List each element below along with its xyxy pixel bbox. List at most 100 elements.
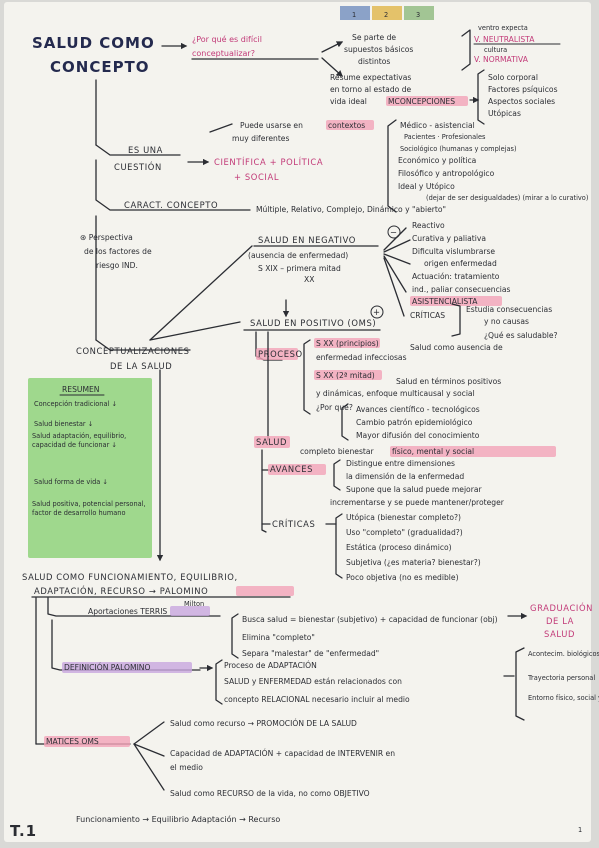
matices-item-2: Capacidad de ADAPTACIÓN + capacidad de I…	[170, 749, 395, 758]
conceptualizaciones-line-2: DE LA SALUD	[110, 361, 172, 371]
positivo-critica-1: Utópica (bienestar completo?)	[346, 513, 461, 522]
aport-item-3: Separa "malestar" de "enfermedad"	[242, 649, 379, 658]
supuestos-line-3: distintos	[358, 57, 390, 66]
proceso-item-3: S XX (2ª mitad)	[316, 371, 375, 380]
footer-line: Funcionamiento → Equilibrio Adaptación →…	[76, 814, 280, 824]
salud-label: SALUD	[256, 437, 287, 447]
cuestion-item-6: Ideal y Utópico	[398, 182, 455, 191]
def-item-2: SALUD y ENFERMEDAD están relacionados co…	[224, 677, 402, 686]
aport-item-1: Busca salud = bienestar (subjetivo) + ca…	[242, 615, 498, 624]
aport-item-2: Elimina "completo"	[242, 633, 315, 642]
def-item-1: Proceso de ADAPTACIÓN	[224, 661, 317, 670]
concepciones-item-2: Factores psíquicos	[488, 85, 558, 94]
negativo-item-4: origen enfermedad	[424, 259, 497, 268]
resumen-item-2: Salud bienestar ↓	[34, 420, 93, 428]
def-item-3: concepto RELACIONAL necesario incluir al…	[224, 695, 410, 704]
negativo-sub-2: S XIX – primera mitad	[258, 264, 341, 273]
porque-item-2: Cambio patrón epidemiológico	[356, 418, 473, 427]
negativo-criticas-2: y no causas	[484, 317, 529, 326]
why-difficult-line-1: ¿Por qué es difícil	[192, 34, 262, 44]
positivo-critica-2: Uso "completo" (gradualidad?)	[346, 528, 463, 537]
cuestion-result-line-1: CIENTÍFICA + POLÍTICA	[214, 156, 323, 167]
neutralista-note: ventro expecta	[478, 24, 528, 32]
funcionamiento-title-2: ADAPTACIÓN, RECURSO → PALOMINO	[34, 585, 208, 596]
usarse-line-2: muy diferentes	[232, 134, 289, 143]
positivo-critica-3: Estática (proceso dinámico)	[346, 543, 452, 552]
top-tabs: 1 2 3	[340, 6, 434, 20]
negativo-criticas-label: CRÍTICAS	[410, 311, 445, 320]
why-difficult-line-2: conceptualizar?	[192, 49, 255, 58]
negativo-sub-3: XX	[304, 275, 314, 284]
def-label: DEFINICIÓN PALOMINO	[64, 663, 150, 672]
neutralista-label: V. NEUTRALISTA	[474, 35, 535, 44]
page-label: T.1	[10, 822, 37, 840]
resume-line-1: Resume expectativas	[330, 73, 411, 82]
positivo-sign: +	[373, 307, 381, 317]
resumen-item-4: Salud forma de vida ↓	[34, 478, 108, 486]
matices-label: MATICES OMS	[46, 737, 99, 746]
completo-label: completo bienestar	[300, 447, 375, 456]
cuestion-item-3: Sociológico (humanas y complejas)	[400, 145, 517, 153]
negativo-item-6: ind., paliar consecuencias	[412, 285, 511, 294]
avances-item-4: incrementarse y se puede mantener/proteg…	[330, 498, 505, 507]
concepciones-item-3: Aspectos sociales	[488, 97, 555, 106]
proceso-note-2: Salud en términos positivos	[396, 377, 501, 386]
title-line-2: CONCEPTO	[50, 58, 150, 76]
positivo-critica-4: Subjetiva (¿es materia? bienestar?)	[346, 558, 481, 567]
cuestion-result-line-2: + SOCIAL	[234, 172, 279, 182]
page-number: 1	[578, 826, 582, 834]
concepciones-item-1: Solo corporal	[488, 73, 538, 82]
cuestion-item-5: Filosófico y antropológico	[398, 169, 495, 178]
supuestos-line-1: Se parte de	[352, 33, 396, 42]
graduacion-3: SALUD	[544, 629, 575, 639]
caract-label: CARACT. CONCEPTO	[124, 200, 218, 210]
porque-item-3: Mayor difusión del conocimiento	[356, 431, 480, 440]
positivo-critica-5: Poco objetiva (no es medible)	[346, 573, 459, 582]
negativo-sub-1: (ausencia de enfermedad)	[248, 251, 348, 260]
conceptualizaciones-line-1: CONCEPTUALIZACIONES	[76, 346, 190, 356]
proceso-item-5: ¿Por qué?	[316, 403, 353, 412]
resumen-title: RESUMEN	[62, 385, 99, 394]
resume-line-3: vida ideal	[330, 97, 367, 106]
matices-item-1: Salud como recurso → PROMOCIÓN DE LA SAL…	[170, 719, 357, 728]
fisico-label: físico, mental y social	[392, 447, 474, 456]
concepciones-item-4: Utópicas	[488, 109, 521, 118]
porque-item-1: Avances científico - tecnológicos	[356, 405, 480, 414]
normativa-label: V. NORMATIVA	[474, 55, 529, 64]
resume-line-2: en torno al estado de	[330, 85, 412, 94]
proceso-label: PROCESO	[258, 349, 303, 359]
contextos-label: contextos	[328, 121, 365, 130]
negativo-item-3: Dificulta vislumbrarse	[412, 247, 495, 256]
tab-1: 1	[352, 11, 356, 19]
negativo-title: SALUD EN NEGATIVO	[258, 235, 356, 245]
supuestos-line-2: supuestos básicos	[344, 45, 413, 54]
negativo-sign: −	[390, 227, 398, 237]
resumen-item-1: Concepción tradicional ↓	[34, 400, 117, 408]
avances-item-3: Supone que la salud puede mejorar	[346, 485, 482, 494]
proceso-item-4: y dinámicas, enfoque multicausal y socia…	[316, 389, 475, 398]
def-right-1: Acontecim. biológicos	[528, 650, 599, 658]
resumen-item-5: Salud positiva, potencial personal, fact…	[32, 500, 146, 518]
graduacion-1: GRADUACIÓN	[530, 602, 593, 613]
def-right-2: Trayectoria personal	[527, 674, 595, 682]
negativo-criticas-1: Estudia consecuencias	[466, 305, 552, 314]
avances-label: AVANCES	[270, 464, 313, 474]
negativo-item-2: Curativa y paliativa	[412, 234, 486, 243]
graduacion-2: DE LA	[546, 616, 574, 626]
negativo-item-1: Reactivo	[412, 221, 445, 230]
cuestion-item-2: Pacientes · Profesionales	[404, 133, 486, 141]
perspectiva-line-1: ⊛ Perspectiva	[80, 233, 133, 242]
perspectiva-line-3: riesgo IND.	[96, 261, 138, 270]
cuestion-label-line-1: ES UNA	[128, 145, 163, 155]
proceso-note-1: Salud como ausencia de	[410, 343, 503, 352]
cuestion-item-4: Económico y política	[398, 156, 476, 165]
matices-item-4: Salud como RECURSO de la vida, no como O…	[170, 789, 370, 798]
matices-item-3: el medio	[170, 763, 203, 772]
avances-item-1: Distingue entre dimensiones	[346, 459, 455, 468]
title-block: SALUD COMO CONCEPTO	[32, 34, 154, 76]
usarse-line-1: Puede usarse en	[240, 121, 303, 130]
negativo-criticas-3: ¿Qué es saludable?	[484, 331, 558, 340]
proceso-item-1: S XX (principios)	[316, 339, 379, 348]
concepciones-label: MCONCEPCIONES	[388, 97, 455, 106]
